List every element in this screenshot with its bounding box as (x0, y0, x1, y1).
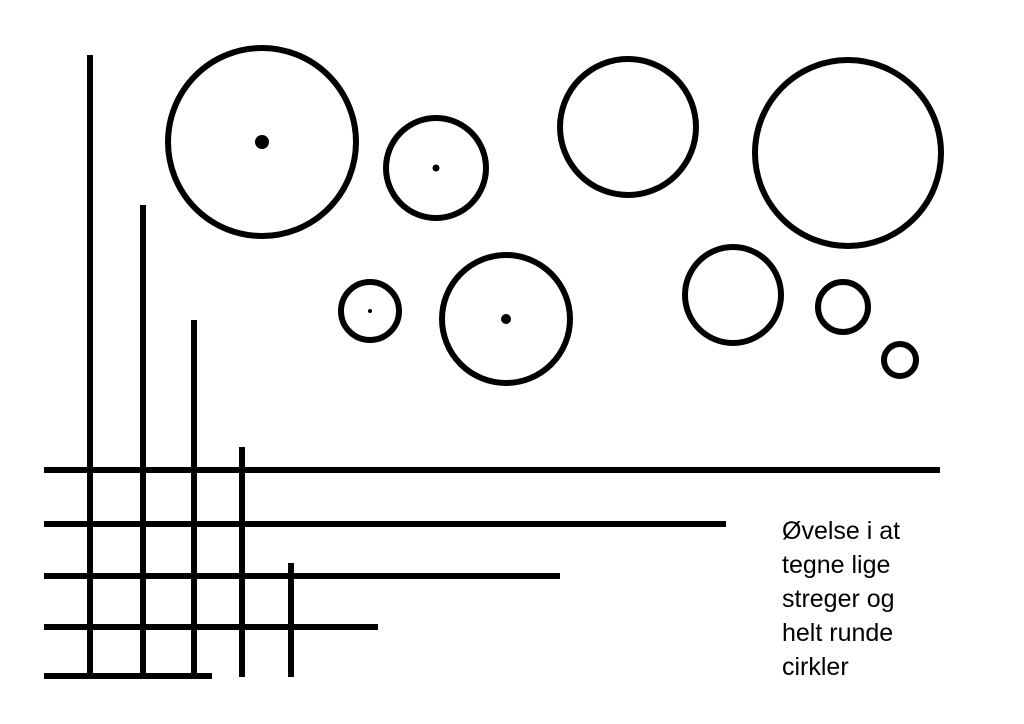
caption-line-3: streger og (782, 585, 895, 613)
exercise-caption: Øvelse i at tegne lige streger og helt r… (782, 514, 1012, 684)
circle-6 (752, 57, 944, 249)
circle-4 (439, 252, 573, 386)
circle-1-center-dot (255, 135, 269, 149)
circle-7 (682, 244, 784, 346)
caption-line-2: tegne lige (782, 551, 891, 579)
circle-8 (815, 279, 871, 335)
circle-5 (557, 56, 699, 198)
caption-line-4: helt runde (782, 619, 894, 647)
straight-lines-group (44, 55, 940, 679)
circle-3-center-dot (368, 309, 372, 313)
circle-9 (881, 341, 919, 379)
circle-2 (383, 115, 489, 221)
circle-4-center-dot (501, 314, 511, 324)
caption-line-1: Øvelse i at (782, 517, 901, 545)
caption-line-5: cirkler (782, 653, 849, 681)
circle-1 (165, 45, 359, 239)
circles-group (165, 45, 944, 386)
circle-3 (338, 279, 402, 343)
circle-2-center-dot (432, 164, 440, 172)
